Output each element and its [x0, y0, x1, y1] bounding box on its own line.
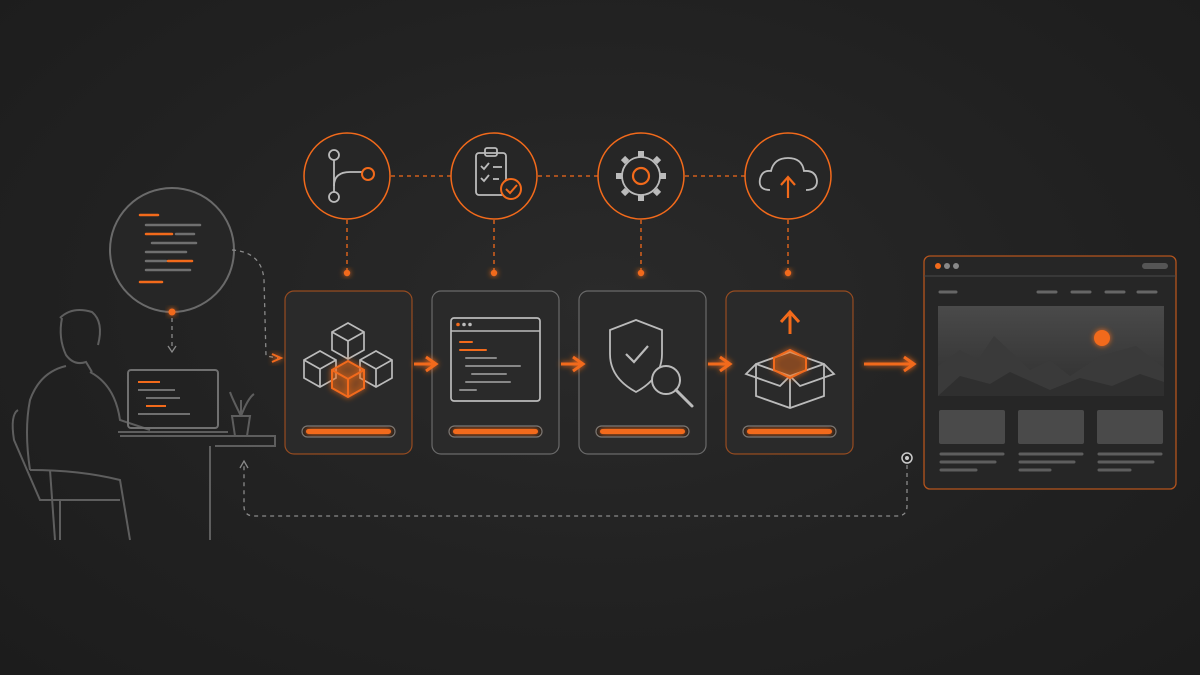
progress-fill-test [453, 429, 538, 434]
connector-dots [343, 269, 792, 277]
connector-dev-to-build [167, 249, 284, 363]
box-upload-icon [744, 309, 836, 409]
browser-website-icon [923, 255, 1177, 490]
feedback-loop-connector [239, 452, 913, 517]
code-window-icon [450, 317, 541, 402]
stage-card-test [431, 290, 560, 455]
stage-card-build [284, 290, 413, 455]
git-branch-icon [303, 132, 391, 220]
laptop-code-lines [138, 381, 190, 415]
stage-card-package [725, 290, 854, 455]
progress-fill-build [306, 429, 391, 434]
shield-search-icon [609, 319, 694, 408]
progress-fill-security-scan [600, 429, 685, 434]
developer-at-laptop-icon [11, 309, 276, 541]
progress-fill-package [747, 429, 832, 434]
clipboard-check-icon [450, 132, 538, 220]
stage-arrows [414, 355, 917, 373]
stage-card-security-scan [578, 290, 707, 455]
cloud-upload-icon [744, 132, 832, 220]
icon-to-card-connectors [346, 220, 789, 270]
code-snippet-icon [109, 187, 235, 313]
gear-icon [597, 132, 685, 220]
